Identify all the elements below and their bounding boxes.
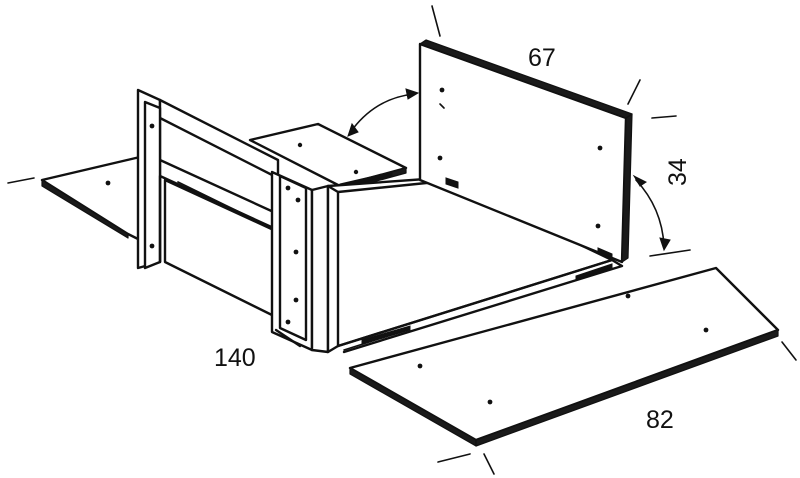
dimension-34-top-tick — [651, 115, 677, 119]
dimension-82: 82 — [437, 341, 797, 475]
main-open-box — [326, 176, 624, 354]
dimension-82-label: 82 — [646, 406, 674, 434]
dimension-67-right-tick — [627, 79, 641, 105]
dimension-34: 34 — [632, 115, 692, 257]
left-flap-panel — [40, 155, 142, 242]
left-flap-dimension-tick — [7, 177, 35, 184]
dimension-34-bottom-tick — [649, 249, 691, 257]
dimension-67-left-tick — [431, 5, 441, 37]
dimension-82-left-tick — [437, 453, 471, 463]
upright-back-panel — [418, 39, 633, 264]
dimension-82-right-tick — [781, 341, 797, 361]
dimension-140-label: 140 — [214, 344, 256, 372]
rear-frame — [136, 88, 280, 320]
dimension-67: 67 — [431, 5, 641, 105]
front-frame-bracket — [270, 170, 330, 354]
dimension-34-label: 34 — [664, 158, 692, 186]
rotation-arrow — [347, 88, 420, 137]
bottom-loose-panel — [348, 266, 780, 447]
dimension-67-label: 67 — [528, 44, 556, 72]
dimension-82-left-tick-2 — [483, 453, 495, 475]
